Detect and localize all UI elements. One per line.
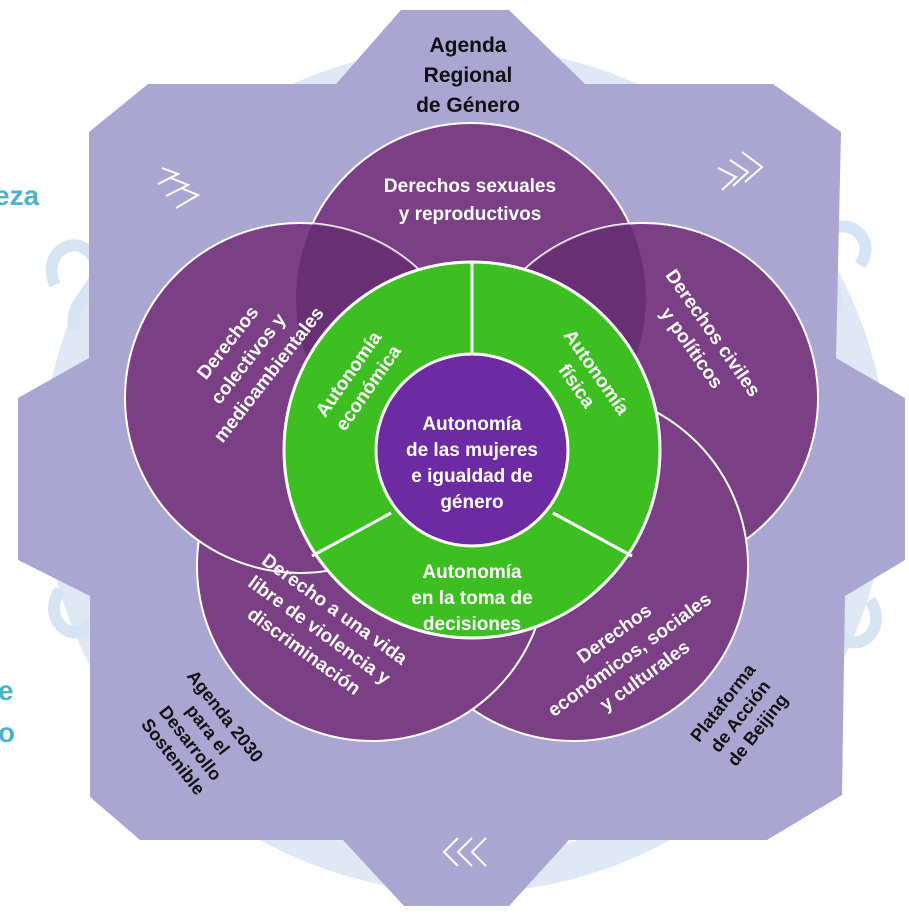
center-line-2: de las mujeres	[406, 440, 538, 461]
agenda-regional-line-3: de Género	[416, 94, 520, 117]
chevrons-right-icon-2	[717, 151, 764, 191]
center-line-3: e igualdad de	[411, 466, 532, 487]
autonomy-decisions-label: Autonomía en la toma de decisiones	[411, 562, 532, 635]
autonomy-decisions-line-3: decisiones	[423, 614, 521, 635]
autonomy-dividers	[311, 262, 633, 558]
center-circle	[374, 352, 570, 548]
autonomy-decisions-line-2: en la toma de	[411, 588, 532, 609]
autonomy-decisions-line-1: Autonomía	[422, 562, 522, 583]
side-text-fragment-bottom-2: o	[0, 717, 15, 748]
sexual-rights-label: Derechos sexuales y reproductivos	[384, 176, 556, 225]
agenda-regional-line-2: Regional	[424, 64, 513, 87]
chevrons-right-icon	[157, 167, 201, 209]
center-line-4: género	[440, 492, 503, 513]
sexual-rights-line-2: y reproductivos	[399, 204, 542, 225]
side-text-fragment-top: eza	[0, 180, 40, 211]
center-label: Autonomía de las mujeres e igualdad de g…	[406, 414, 538, 513]
sexual-rights-line-1: Derechos sexuales	[384, 176, 556, 197]
side-text-fragment-bottom-1: e	[0, 675, 14, 706]
chevrons-left-icon	[442, 837, 487, 867]
center-line-1: Autonomía	[422, 414, 522, 435]
agenda-regional-line-1: Agenda	[429, 34, 506, 57]
agenda-regional-label: Agenda Regional de Género	[416, 34, 520, 117]
